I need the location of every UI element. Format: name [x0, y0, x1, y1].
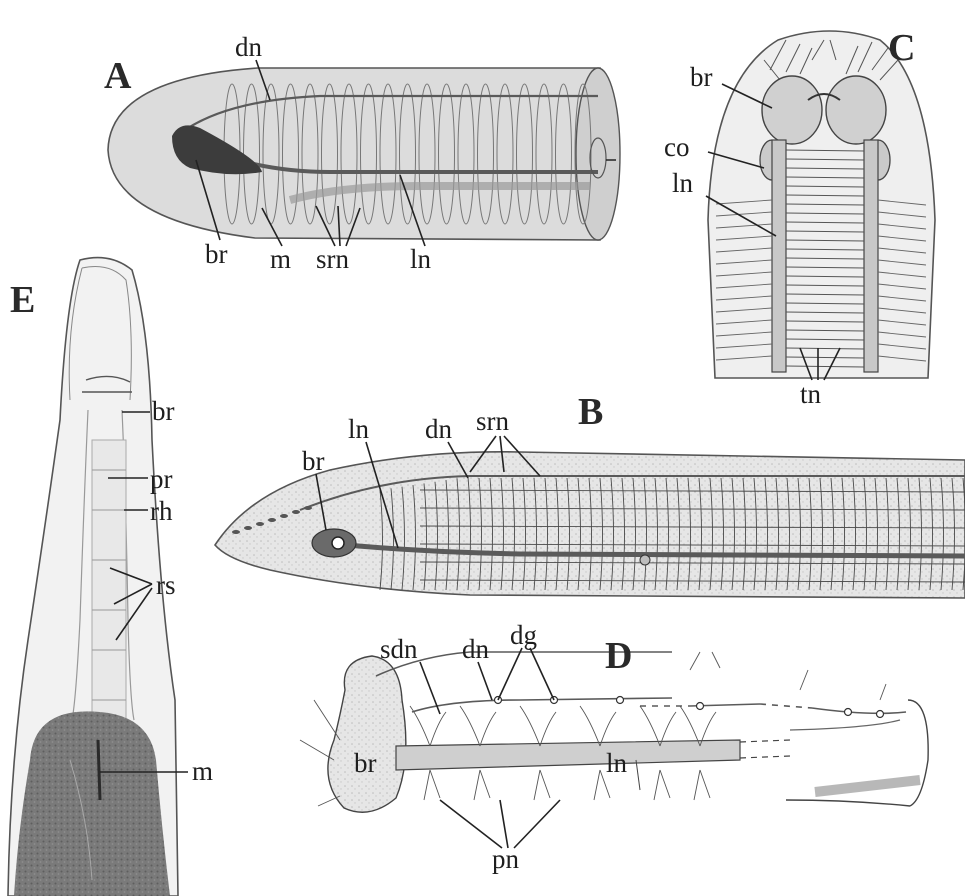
head-pit — [268, 518, 276, 522]
panel-b-label-br: br — [302, 446, 325, 476]
panel-a-label-ln: ln — [410, 244, 432, 274]
panel-c-label-br: br — [690, 62, 713, 92]
panel-d-letter: D — [605, 635, 632, 677]
peripheral-branch — [474, 770, 490, 800]
peripheral-branch — [534, 770, 550, 800]
panel-c-label-ln: ln — [672, 168, 694, 198]
panel-e: E br pr rh rs m — [8, 258, 213, 896]
peripheral-branch — [424, 770, 440, 800]
panel-d-label-sdn: sdn — [380, 634, 418, 664]
panel-a-label-dn: dn — [235, 32, 263, 62]
panel-a-label-br: br — [205, 239, 228, 269]
panel-c-label-tn: tn — [800, 379, 822, 409]
panel-b-label-ln: ln — [348, 414, 370, 444]
panel-d-label-br: br — [354, 748, 377, 778]
peripheral-branch — [520, 706, 556, 746]
head-pit — [256, 522, 264, 526]
panel-e-label-br: br — [152, 396, 175, 426]
panel-b-label-dn: dn — [425, 414, 453, 444]
panel-c-label-co: co — [664, 132, 689, 162]
peripheral-branch — [580, 706, 616, 746]
peripheral-branch — [318, 796, 340, 806]
peripheral-branch — [690, 652, 700, 670]
head-pit — [280, 514, 288, 518]
dorsal-ganglion — [877, 711, 884, 718]
peripheral-branch — [460, 706, 496, 746]
peripheral-branch — [880, 684, 886, 700]
panel-a-label-m: m — [270, 244, 291, 274]
panel-d-label-pn: pn — [492, 844, 520, 874]
head-pit — [232, 530, 240, 534]
dorsal-ganglion — [697, 703, 704, 710]
panel-d: D sdn dn dg br ln pn — [300, 620, 928, 874]
panel-e-label-rh: rh — [150, 496, 173, 526]
panel-e-label-pr: pr — [150, 464, 173, 494]
head-pit — [292, 510, 300, 514]
panel-c: C br co ln tn — [664, 27, 935, 409]
peripheral-branch — [300, 740, 334, 760]
panel-d-label-dg: dg — [510, 620, 537, 650]
peripheral-branch — [694, 770, 710, 800]
peripheral-branch — [314, 700, 340, 740]
peripheral-branch — [410, 706, 446, 746]
peripheral-branch — [712, 652, 720, 668]
panel-a: A dn br m srn ln — [104, 32, 620, 274]
peripheral-branch — [654, 770, 670, 800]
panel-b-label-srn: srn — [476, 406, 509, 436]
head-pit — [304, 506, 312, 510]
panel-b: B br ln dn srn — [215, 391, 965, 598]
head-pit — [244, 526, 252, 530]
peripheral-branch — [640, 706, 676, 746]
panel-d-label-ln: ln — [606, 748, 628, 778]
dorsal-ganglion — [617, 697, 624, 704]
panel-e-letter: E — [10, 279, 35, 321]
dorsal-ganglion — [845, 709, 852, 716]
panel-c-letter: C — [888, 27, 915, 69]
panel-a-label-srn: srn — [316, 244, 349, 274]
panel-e-label-rs: rs — [156, 570, 176, 600]
panel-a-letter: A — [104, 55, 132, 97]
panel-b-letter: B — [578, 391, 603, 433]
panel-e-label-m: m — [192, 756, 213, 786]
panel-d-label-dn: dn — [462, 634, 490, 664]
peripheral-branch — [800, 670, 808, 690]
